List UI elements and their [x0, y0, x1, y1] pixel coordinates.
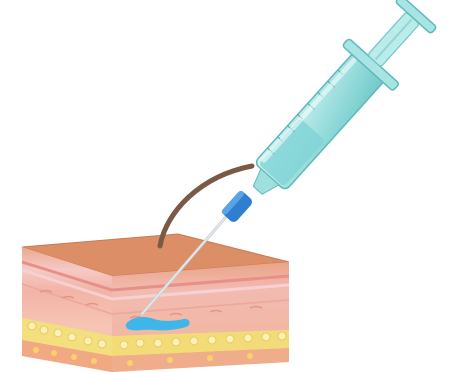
syringe-icon	[221, 0, 445, 224]
skin-layers-icon	[22, 234, 289, 372]
